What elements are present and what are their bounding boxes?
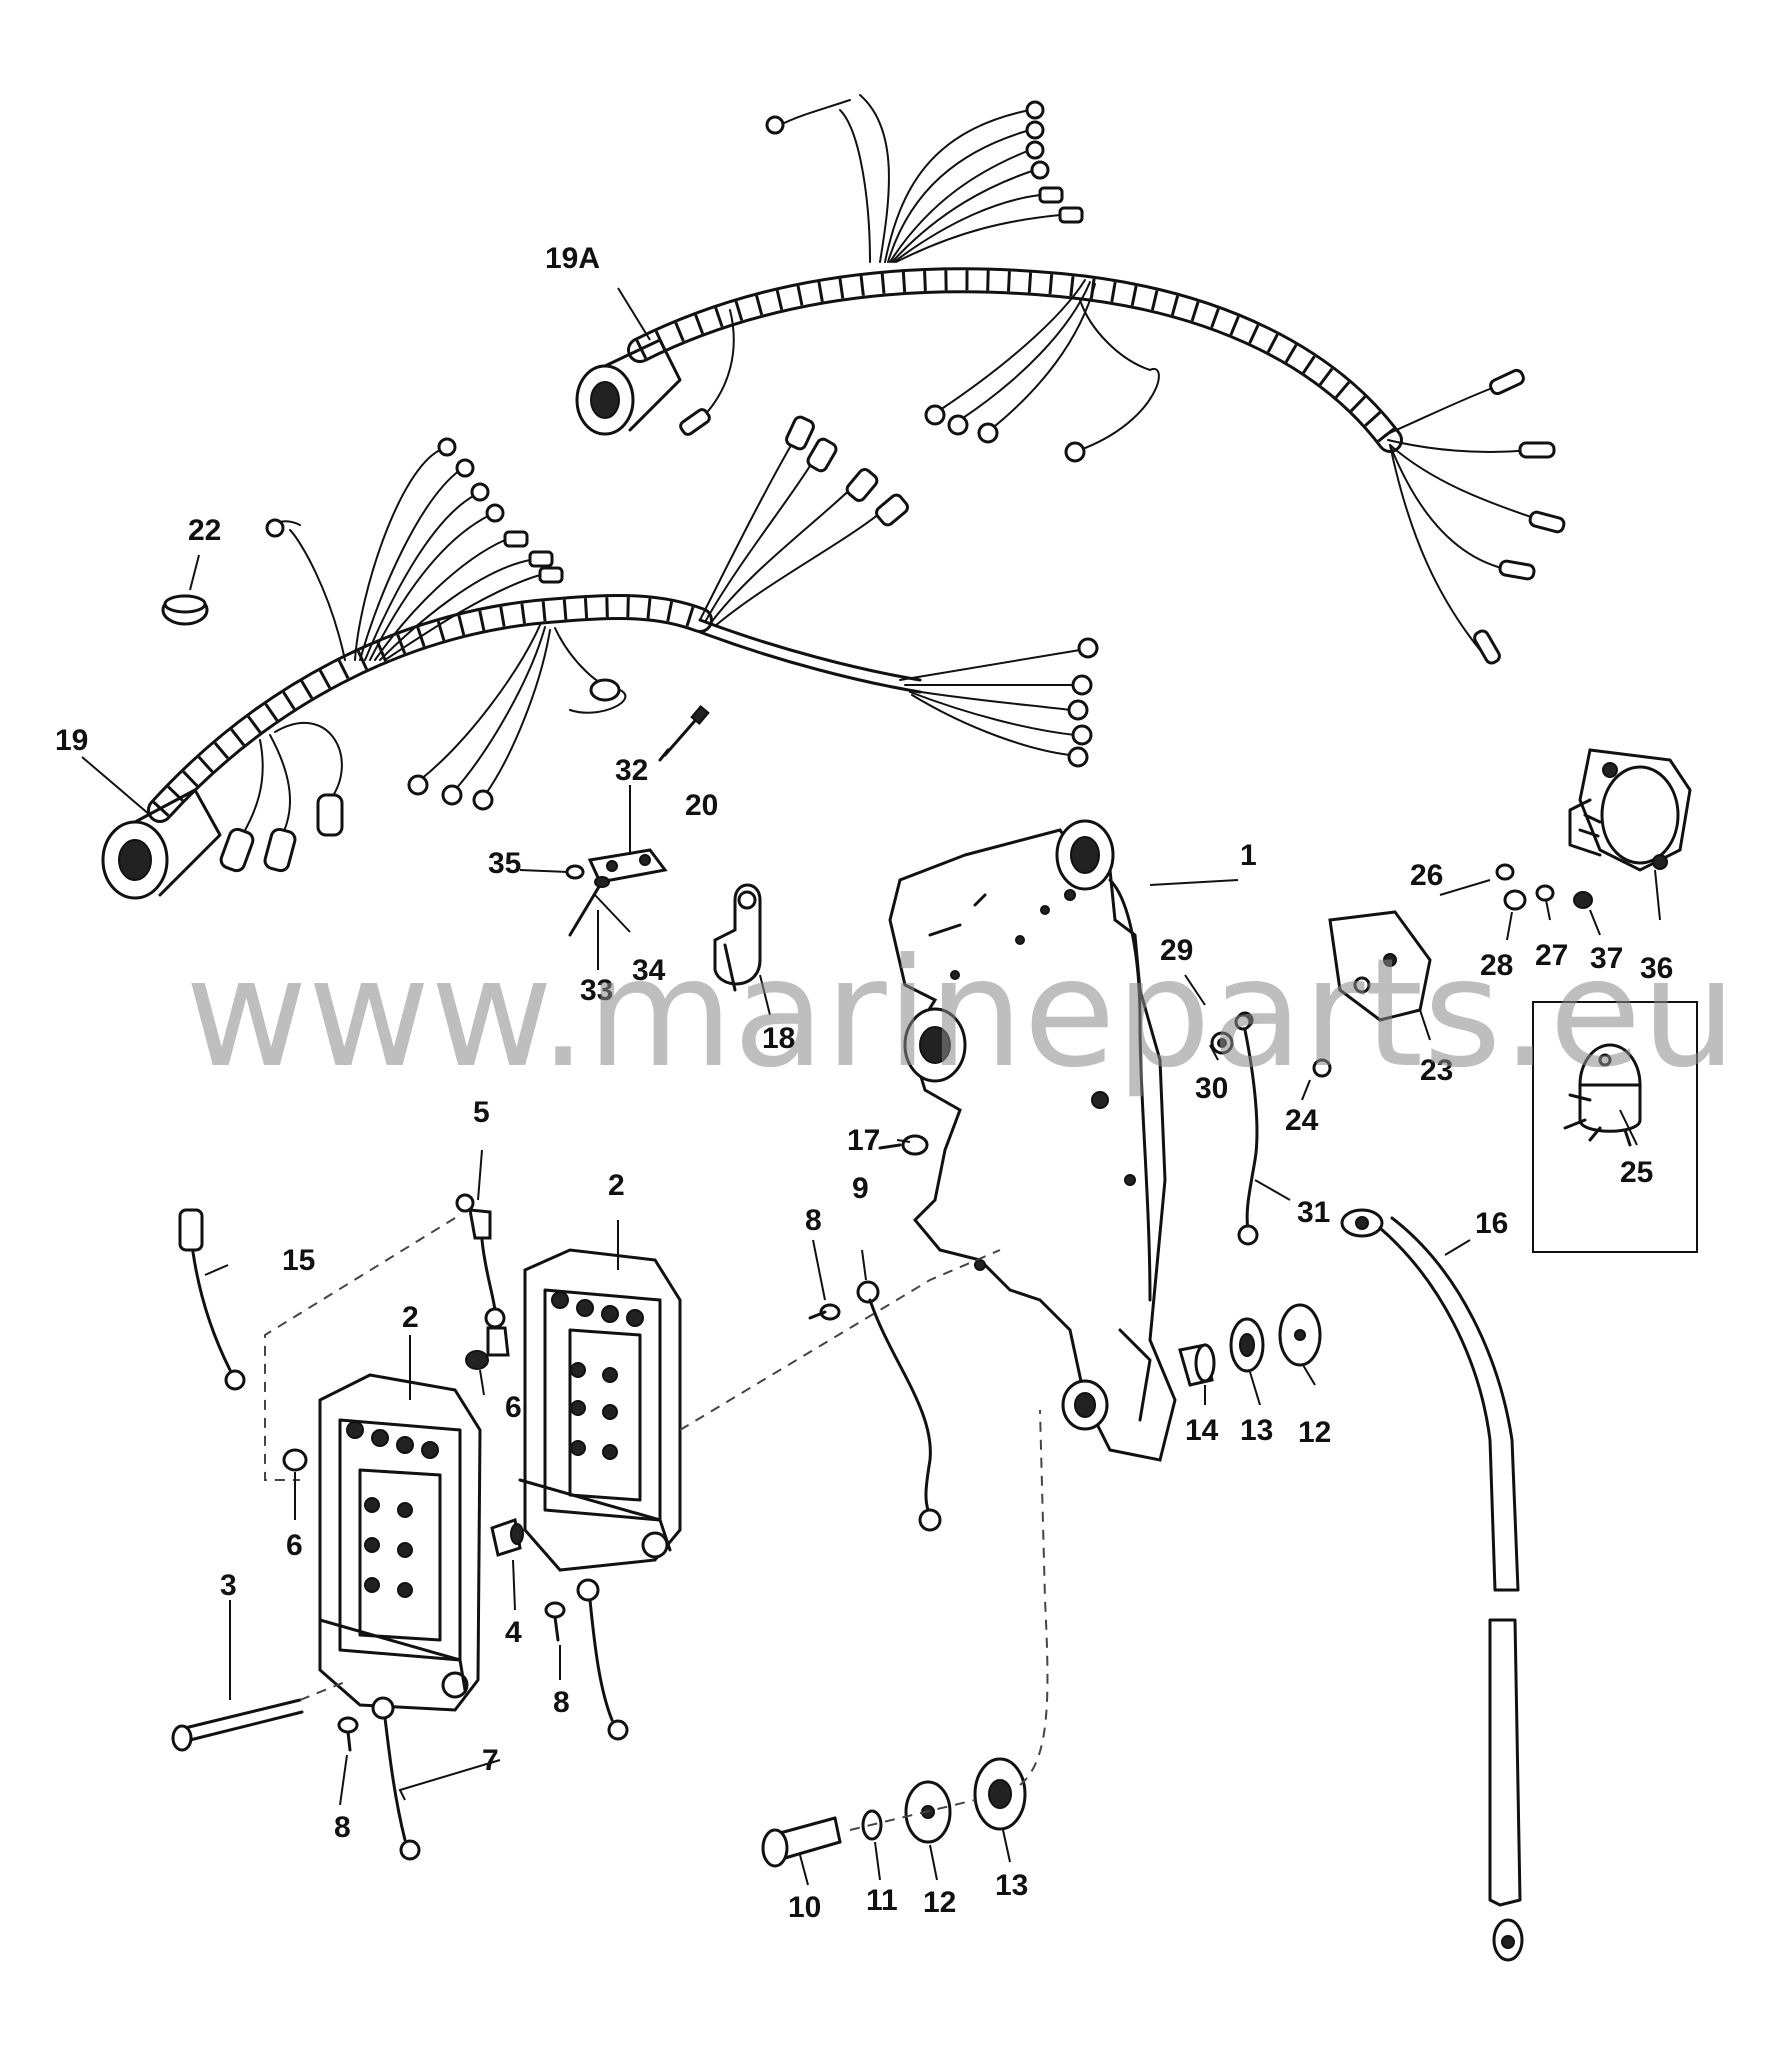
harness-19a-end-leads [1384, 368, 1566, 665]
clamp-18 [713, 883, 762, 992]
callout-15: 15 [282, 1244, 315, 1277]
callout-7: 7 [482, 1744, 499, 1777]
screw-20 [658, 705, 710, 762]
ground-lead-7-upper [576, 1578, 629, 1741]
callout-10: 10 [788, 1891, 821, 1924]
callout-labels: 1 2 2 3 4 5 6 6 7 8 8 8 9 10 11 12 12 13… [55, 242, 1673, 1924]
bracket-23 [1328, 910, 1432, 1022]
callout-1: 1 [1240, 839, 1257, 872]
harness-19-plug-leads [219, 722, 344, 873]
callout-9: 9 [852, 1172, 869, 1205]
bolt-10 [761, 1816, 842, 1868]
callout-19a: 19A [545, 242, 600, 275]
callout-4: 4 [505, 1616, 522, 1649]
callout-17: 17 [847, 1124, 880, 1157]
callout-22: 22 [188, 514, 221, 547]
callout-16: 16 [1475, 1207, 1508, 1240]
assembly-line-plate [1019, 1409, 1049, 1786]
grommet-13-lower [973, 1757, 1027, 1831]
electrical-plate-1 [888, 819, 1177, 1462]
harness-19a-lower-leads [679, 279, 1160, 463]
callout-37: 37 [1590, 942, 1623, 975]
callout-8-lower: 8 [334, 1811, 351, 1844]
grommet-13-upper [1229, 1317, 1265, 1373]
harness-19-end-leads [899, 637, 1099, 768]
callout-5: 5 [473, 1096, 490, 1129]
callout-6-lower: 6 [286, 1529, 303, 1562]
jumper-15 [178, 1208, 246, 1391]
callout-28: 28 [1480, 949, 1513, 982]
assembly-line-lower-hardware [849, 1799, 976, 1831]
wiring-harness-19 [101, 415, 1099, 900]
bushing-14 [1178, 1343, 1216, 1387]
callout-34: 34 [632, 954, 666, 987]
harness-19-upright-leads [699, 415, 909, 627]
callout-14: 14 [1185, 1414, 1219, 1447]
callout-8-right: 8 [805, 1204, 822, 1237]
battery-cable-16 [1340, 1208, 1524, 1962]
screw-8-lower [337, 1716, 359, 1752]
callout-3: 3 [220, 1569, 237, 1602]
watermark: www.marineparts.eu [185, 927, 1737, 1101]
assembly-line-screw-3 [299, 1679, 351, 1701]
screw-33-34 [568, 876, 610, 937]
callout-19: 19 [55, 724, 88, 757]
ground-wire-31 [1234, 1013, 1259, 1246]
callout-36: 36 [1640, 952, 1673, 985]
lead-5 [455, 1193, 510, 1357]
callout-2-rear: 2 [608, 1169, 625, 1202]
callout-24: 24 [1285, 1104, 1319, 1137]
spacer-4 [490, 1518, 524, 1557]
callout-13-lower: 13 [995, 1869, 1028, 1902]
leader-lines [81, 287, 1661, 1886]
callout-18: 18 [762, 1022, 795, 1055]
clip-22 [161, 594, 209, 626]
callout-8-upper: 8 [553, 1686, 570, 1719]
callout-33: 33 [580, 974, 613, 1007]
ground-lead-7-lower [371, 1696, 421, 1861]
harness-connector-19a [575, 338, 682, 436]
callout-26: 26 [1410, 859, 1443, 892]
callout-25: 25 [1620, 1156, 1653, 1189]
module-2-rear [518, 1248, 682, 1572]
callout-27: 27 [1535, 939, 1568, 972]
callout-30: 30 [1195, 1072, 1228, 1105]
nut-6-lower [282, 1448, 308, 1472]
harness-connector-19 [101, 788, 222, 900]
callout-2-front: 2 [402, 1301, 419, 1334]
callout-29: 29 [1160, 934, 1193, 967]
module-2-front [318, 1373, 482, 1712]
harness-19a-top-leads [765, 94, 1084, 263]
callout-31: 31 [1297, 1196, 1330, 1229]
callout-6-upper: 6 [505, 1391, 522, 1424]
assembly-line-jumper [264, 1217, 456, 1481]
wiring-harness-19a [575, 94, 1566, 665]
callout-12-upper: 12 [1298, 1416, 1331, 1449]
screw-8-right [808, 1303, 841, 1321]
harness-19-lower-leads [407, 624, 627, 811]
callout-11: 11 [866, 1884, 898, 1917]
assembly-line-module [679, 1249, 1001, 1431]
screw-3 [171, 1698, 304, 1752]
callout-23: 23 [1420, 1054, 1453, 1087]
screw-17 [878, 1134, 929, 1156]
hardware-26-27-28-37 [1495, 863, 1593, 911]
key-switch-36 [1568, 748, 1692, 872]
callout-13-upper: 13 [1240, 1414, 1273, 1447]
callout-35: 35 [488, 847, 521, 880]
harness-19-top-leads [265, 437, 564, 661]
screw-8-upper [544, 1601, 566, 1642]
callout-12-lower: 12 [923, 1886, 956, 1919]
callout-32: 32 [615, 754, 648, 787]
lead-9 [856, 1280, 942, 1532]
washer-12-upper [1278, 1303, 1322, 1367]
nut-35 [565, 864, 585, 880]
nut-6-upper [465, 1350, 489, 1370]
callout-20: 20 [685, 789, 718, 822]
screw-24 [1312, 1058, 1332, 1078]
